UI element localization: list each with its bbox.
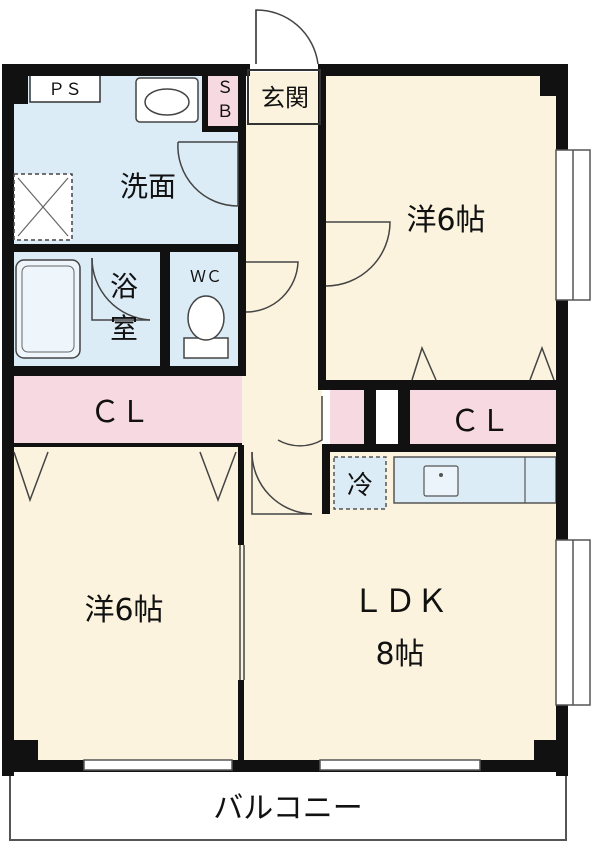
washbasin-bowl (144, 88, 190, 116)
closet-left (10, 374, 242, 444)
balcony-area (9, 769, 567, 841)
wc-label: ＷＣ (190, 267, 222, 286)
hallway-floor (242, 120, 322, 450)
fridge-space (333, 456, 387, 510)
bath-label-top: 浴 (110, 270, 138, 303)
room-sw-label: 洋6帖 (84, 593, 163, 628)
bath-label-bottom: 室 (110, 312, 138, 345)
toilet-tank (183, 337, 229, 359)
kitchen-counter (393, 456, 557, 504)
entrance-label: 玄関 (261, 84, 309, 112)
closet-right (408, 388, 556, 444)
room-ne-label: 洋6帖 (406, 203, 485, 238)
entrance-floor (250, 72, 320, 122)
room-sw-floor (10, 445, 242, 770)
toilet-bowl (187, 295, 225, 341)
pipe-space (29, 73, 101, 103)
windows (83, 149, 591, 771)
washroom-label: 洗面 (120, 170, 176, 203)
closet-small (330, 388, 364, 444)
bathtub (15, 259, 81, 359)
ps-label: ＰＳ (48, 80, 82, 100)
balcony-label: バルコニー (213, 791, 362, 826)
bathtub-inner (21, 265, 75, 353)
room-ne-floor (322, 70, 560, 382)
doors (13, 9, 555, 680)
closet-left-label: ＣＬ (90, 395, 150, 430)
shoebox (206, 72, 244, 128)
entrance-frame (247, 69, 321, 125)
kitchen-sink-drain (439, 473, 443, 477)
fridge-label: 冷 (347, 471, 373, 501)
washer-x2 (17, 177, 69, 237)
ldk-label: ＬＤＫ (352, 582, 448, 620)
ldk-size-label: 8帖 (375, 637, 424, 672)
closet-right-label: ＣＬ (450, 404, 510, 439)
sb-label-bottom: Ｂ (217, 102, 234, 122)
sb-label-top: Ｓ (217, 78, 234, 98)
kitchen-sink (423, 465, 459, 497)
